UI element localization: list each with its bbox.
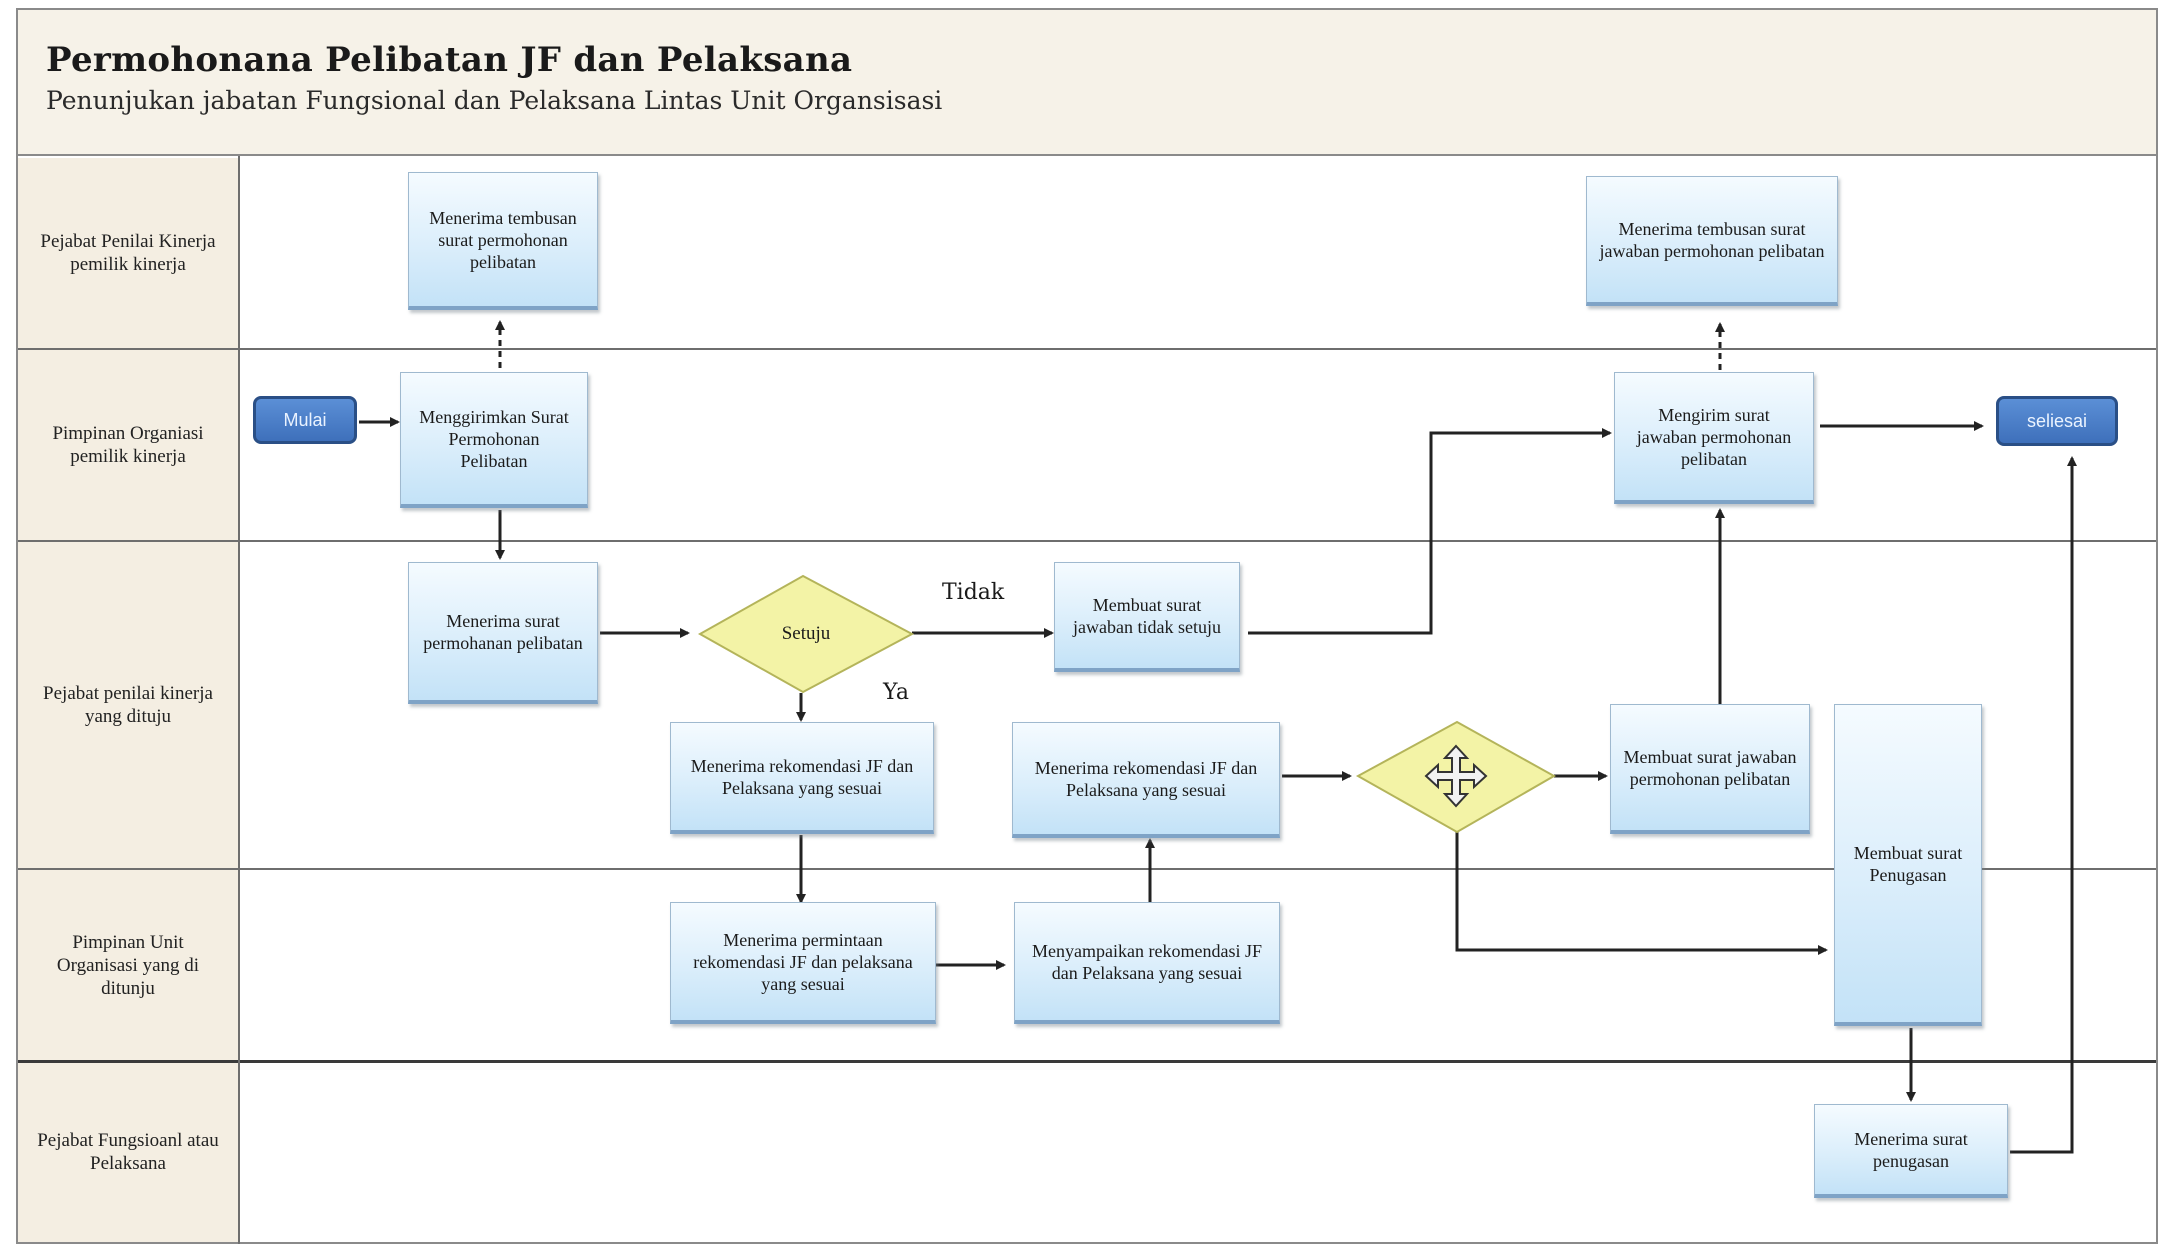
node-sampaikan-rekomendasi: Menyampaikan rekomendasi JF dan Pelaksan…	[1014, 902, 1280, 1024]
lane-divider	[18, 1060, 2156, 1063]
lane-divider	[18, 540, 2156, 542]
page-title: Permohonana Pelibatan JF dan Pelaksana	[46, 40, 853, 80]
header: Permohonana Pelibatan JF dan Pelaksana P…	[18, 10, 2156, 156]
decision-setuju-label: Setuju	[781, 623, 831, 644]
start-terminator: Mulai	[253, 396, 357, 444]
node-surat-penugasan: Membuat surat Penugasan	[1834, 704, 1982, 1026]
page-subtitle: Penunjukan jabatan Fungsional dan Pelaks…	[46, 86, 943, 115]
edge-label-ya: Ya	[883, 680, 909, 705]
lane-label-penilai-pemilik: Pejabat Penilai Kinerja pemilik kinerja	[18, 158, 238, 348]
edge-reject-to-send-answer	[1248, 428, 1612, 635]
lane-divider	[18, 348, 2156, 350]
lane-label-pimpinan-pemilik: Pimpinan Organiasi pemilik kinerja	[18, 350, 238, 540]
move-arrows-icon	[1424, 744, 1488, 808]
lane-label-penilai-dituju: Pejabat penilai kinerja yang dituju	[18, 542, 238, 868]
node-tembusan-jawaban: Menerima tembusan surat jawaban permohon…	[1586, 176, 1838, 306]
node-terima-penugasan: Menerima surat penugasan	[1814, 1104, 2008, 1198]
lane-label-pimpinan-unit: Pimpinan Unit Organisasi yang di ditunju	[18, 870, 238, 1060]
decision-setuju-shape	[697, 574, 915, 694]
node-jawaban-pelibatan: Membuat surat jawaban permohonan pelibat…	[1610, 704, 1810, 834]
node-kirim-jawaban: Mengirim surat jawaban permohonan peliba…	[1614, 372, 1814, 504]
node-tembusan-permohonan: Menerima tembusan surat permohonan pelib…	[408, 172, 598, 310]
edge-decision2-to-assignment	[1455, 832, 1828, 955]
lane-label-separator	[238, 156, 240, 1244]
lane-label-pejabat-fungsional: Pejabat Fungsioanl atau Pelaksana	[18, 1062, 238, 1242]
node-terima-permintaan: Menerima permintaan rekomendasi JF dan p…	[670, 902, 936, 1024]
lane-divider	[18, 868, 2156, 870]
node-terima-rekomendasi-2: Menerima rekomendasi JF dan Pelaksana ya…	[1012, 722, 1280, 838]
edge-label-tidak: Tidak	[942, 580, 1005, 605]
node-terima-permohonan: Menerima surat permohanan pelibatan	[408, 562, 598, 704]
node-terima-rekomendasi-1: Menerima rekomendasi JF dan Pelaksana ya…	[670, 722, 934, 834]
node-tidak-setuju: Membuat surat jawaban tidak setuju	[1054, 562, 1240, 672]
end-terminator: seliesai	[1996, 396, 2118, 446]
node-kirim-permohonan: Menggirimkan Surat Permohonan Pelibatan	[400, 372, 588, 508]
edge-receive-assignment-to-end	[2010, 456, 2077, 1154]
